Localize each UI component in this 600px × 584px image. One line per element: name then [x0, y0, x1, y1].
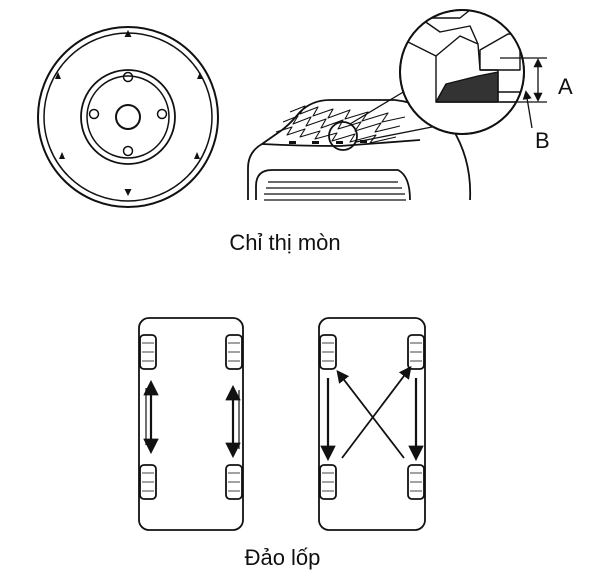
magnified-wear-indicator: [399, 9, 525, 135]
lug-hole: [156, 108, 168, 120]
rotation-diagram-cross: [318, 317, 426, 531]
lug-hole: [122, 71, 134, 83]
tire-rotation-caption: Đảo lốp: [244, 545, 321, 570]
tread-wear-bars: [289, 140, 367, 144]
lug-hole: [88, 108, 100, 120]
dimension-lines: [500, 57, 547, 129]
wear-bar-dark: [435, 71, 499, 103]
wear-indicator-markers: [55, 30, 203, 196]
wheel: [139, 334, 243, 500]
vehicle-outline: [138, 317, 244, 531]
dimension-b-label: B: [535, 128, 550, 153]
wear-indicator-caption: Chỉ thị mòn: [229, 230, 341, 255]
tire-face: [255, 169, 411, 201]
tread-pattern: [275, 105, 406, 144]
lug-hole: [122, 145, 134, 157]
tire-section-illustration: [247, 9, 525, 201]
vehicle-outline: [318, 317, 426, 531]
tire-sidewall: [261, 139, 421, 147]
rotation-diagram-front-rear: [138, 317, 244, 531]
wheel-illustration: [37, 26, 219, 208]
rotation-arrow: [336, 370, 405, 459]
dimension-a-label: A: [558, 74, 573, 99]
dimension-b-leader: [522, 90, 533, 129]
inspection-spot: [328, 121, 358, 151]
rotation-arrow: [341, 365, 412, 459]
wheel-hub: [115, 104, 141, 130]
sidewall-ribs: [264, 181, 406, 201]
